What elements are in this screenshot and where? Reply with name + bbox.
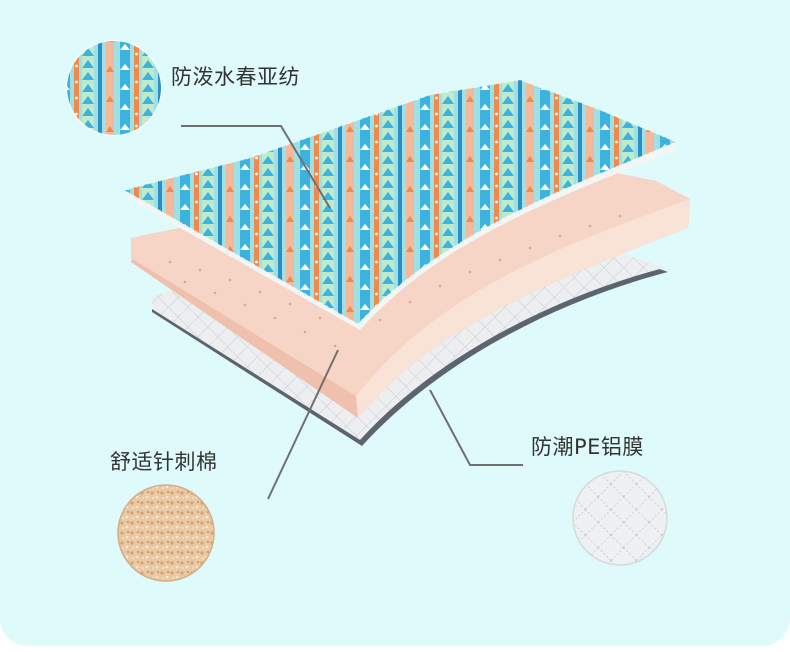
leader-line-film [430,390,523,465]
cotton-swatch [118,485,214,581]
fabric-layer-label: 防泼水春亚纺 [171,61,300,91]
film-swatch [573,471,667,565]
cotton-layer-label: 舒适针刺棉 [110,446,218,476]
film-layer-label: 防潮PE铝膜 [531,431,644,461]
print-fabric-swatch [66,40,162,136]
